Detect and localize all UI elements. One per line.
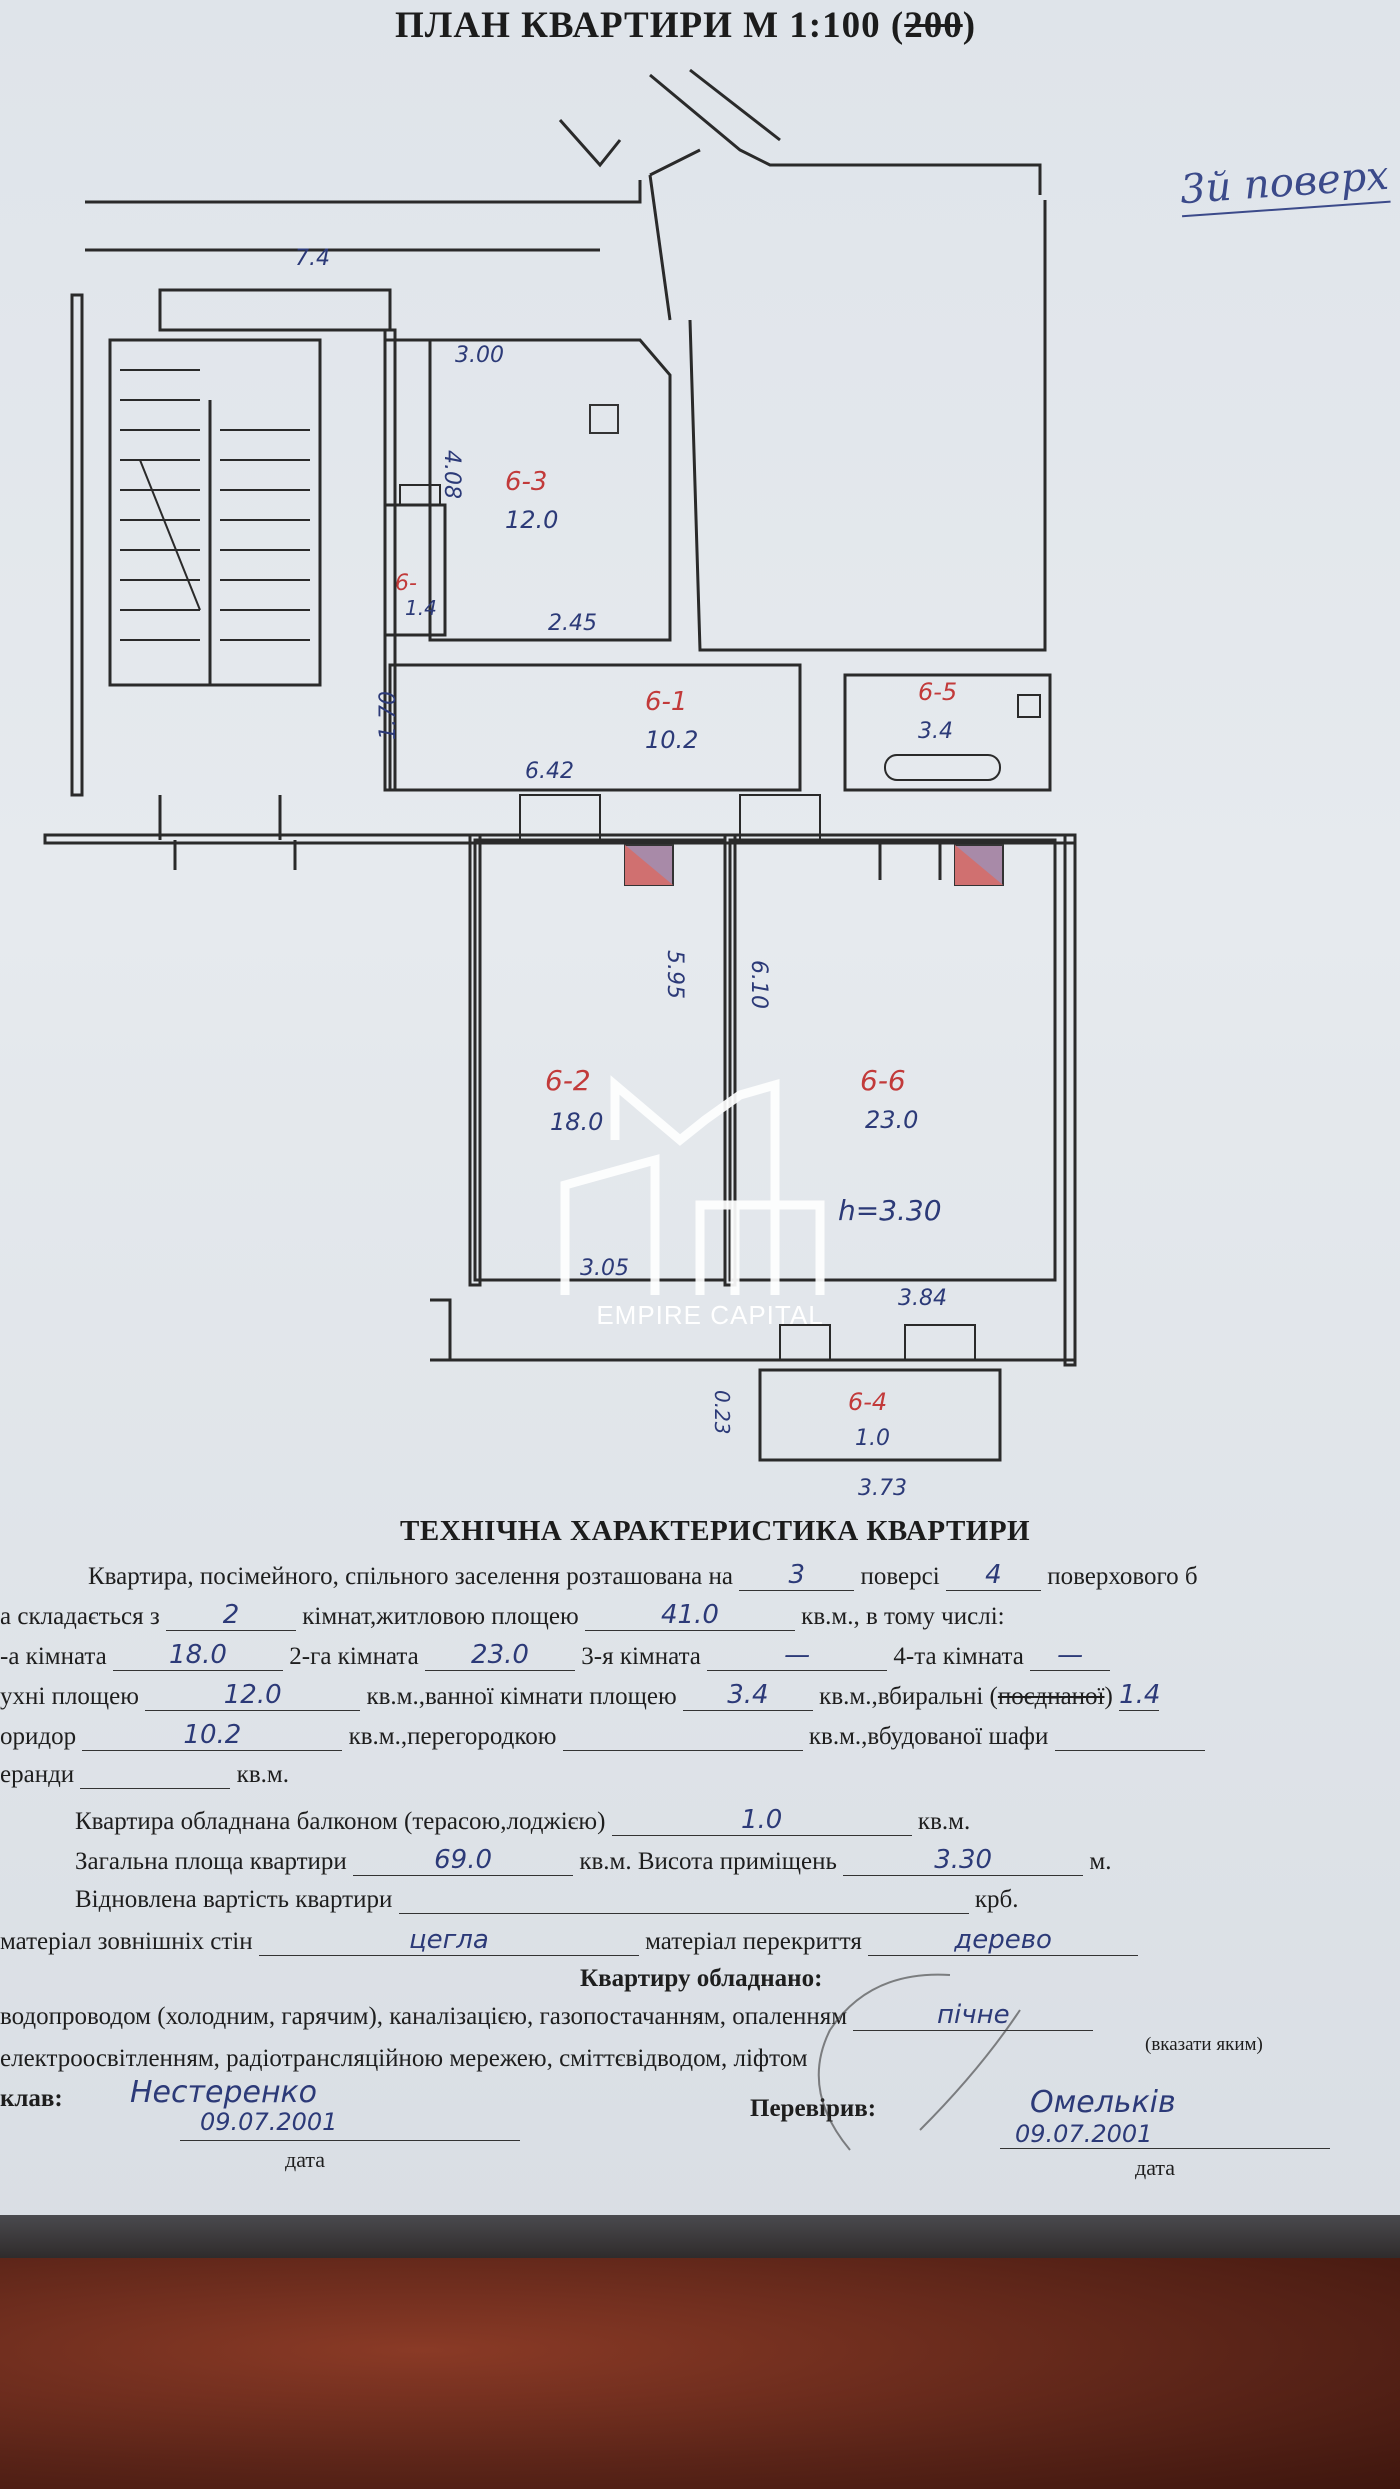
room-label-6-2-area: 18.0 xyxy=(550,1108,603,1136)
dim-room2-side: 5.95 xyxy=(662,950,687,999)
tech-line-5: оридор 10.2 кв.м.,перегородкою кв.м.,вбу… xyxy=(0,1720,1205,1751)
room-label-6-4-code: 6-4 xyxy=(848,1388,887,1416)
total-area-value: 69.0 xyxy=(353,1845,574,1876)
dim-room2-bottom: 3.05 xyxy=(580,1256,629,1281)
floor-value: 3 xyxy=(739,1560,855,1591)
tech-line-3: -а кімната 18.0 2-га кімната 23.0 3-я кі… xyxy=(0,1640,1111,1671)
stamp-mark xyxy=(817,1973,1021,2151)
room-label-6-1-area: 10.2 xyxy=(645,726,698,754)
wc-area-value: 1.4 xyxy=(1119,1680,1161,1711)
tech-line-7: Квартира обладнана балконом (терасою,лод… xyxy=(75,1805,971,1836)
tech-line-11: Квартиру обладнано: xyxy=(580,1965,823,1992)
watermark-text: EMPIRE CAPITAL xyxy=(596,1300,824,1330)
corridor-area-value: 10.2 xyxy=(82,1720,343,1751)
compiled-signature: Нестеренко xyxy=(130,2075,318,2110)
walls-material-value: цегла xyxy=(258,1925,639,1956)
tech-line-10: матеріал зовнішніх стін цегла матеріал п… xyxy=(0,1925,1139,1956)
tech-line-1: Квартира, посімейного, спільного заселен… xyxy=(88,1560,1198,1591)
restored-value xyxy=(398,1885,969,1914)
floor-plan: 7.4 3.00 4.08 2.45 1.70 6.42 5.95 6.10 3… xyxy=(43,68,1077,1501)
floor-material-value: дерево xyxy=(868,1925,1139,1956)
bath-area-value: 3.4 xyxy=(682,1680,813,1711)
rooms-count-value: 2 xyxy=(166,1600,297,1631)
dim-corridor-bottom: 6.42 xyxy=(525,759,574,784)
tech-line-9: Відновлена вартість квартири крб. xyxy=(75,1885,1019,1914)
dim-room3-side: 4.08 xyxy=(439,450,464,499)
room-height: h=3.30 xyxy=(838,1194,942,1227)
ceiling-height-value: 3.30 xyxy=(843,1845,1084,1876)
dim-balcony-side: 0.23 xyxy=(710,1390,734,1435)
room-label-6-6-code: 6-6 xyxy=(860,1064,906,1097)
dim-stair-top: 7.4 xyxy=(295,246,330,271)
dim-balcony-bottom: 3.73 xyxy=(858,1476,907,1501)
room-label-6-1-code: 6-1 xyxy=(645,687,687,717)
veranda-area-value xyxy=(80,1760,231,1789)
dim-room3-top: 3.00 xyxy=(455,343,504,368)
room-label-6-5-area: 3.4 xyxy=(918,719,953,744)
tech-heading: ТЕХНІЧНА ХАРАКТЕРИСТИКА КВАРТИРИ xyxy=(400,1515,1031,1547)
compiled-label: клав: xyxy=(0,2085,63,2112)
room4-area-value: — xyxy=(1030,1640,1111,1671)
room-label-6-4-area: 1.0 xyxy=(855,1426,890,1451)
compiled-date-caption: дата xyxy=(285,2147,326,2172)
tech-line-13: електроосвітленням, радіотрансляційною м… xyxy=(0,2045,808,2072)
room-label-6-3-code: 6-3 xyxy=(505,467,547,497)
heating-note: (вказати яким) xyxy=(1145,2034,1263,2055)
tech-line-12: водопроводом (холодним, гарячим), каналі… xyxy=(0,2000,1094,2031)
sheet-edge-shadow xyxy=(0,2215,1400,2260)
dim-corridor-side: 1.70 xyxy=(376,691,401,740)
checked-signature: Омельків xyxy=(1030,2085,1176,2120)
plan-title: ПЛАН КВАРТИРИ М 1:100 (200) xyxy=(395,5,977,46)
room2-area-value: 23.0 xyxy=(425,1640,575,1671)
room-label-6-wc-code: 6- xyxy=(395,571,417,596)
heating-value: пічне xyxy=(853,2000,1094,2031)
total-floors-value: 4 xyxy=(945,1560,1041,1591)
balcony-area-value: 1.0 xyxy=(611,1805,912,1836)
living-area-value: 41.0 xyxy=(584,1600,795,1631)
room-label-6-5-code: 6-5 xyxy=(918,678,957,706)
wardrobe-area-value xyxy=(1054,1722,1205,1751)
room-label-6-6-area: 23.0 xyxy=(865,1106,918,1134)
room-label-6-wc-area: 1.4 xyxy=(405,596,437,620)
dim-room6-side: 6.10 xyxy=(746,960,771,1009)
checked-label: Перевірив: xyxy=(750,2095,877,2122)
room-label-6-3-area: 12.0 xyxy=(505,506,558,534)
background-surface xyxy=(0,2258,1400,2489)
document-sheet: ПЛАН КВАРТИРИ М 1:100 (200) 3й поверх xyxy=(0,0,1400,2250)
checked-date-caption: дата xyxy=(1135,2155,1176,2180)
room-label-6-2-code: 6-2 xyxy=(545,1064,591,1097)
empire-capital-logo xyxy=(560,1075,825,1295)
checked-date: 09.07.2001 xyxy=(1015,2120,1153,2148)
tech-line-8: Загальна площа квартири 69.0 кв.м. Висот… xyxy=(75,1845,1112,1876)
dim-room6-bottom: 3.84 xyxy=(898,1286,947,1311)
tech-line-2: а складається з 2 кімнат,житловою площею… xyxy=(0,1600,1005,1631)
tech-line-6: еранди кв.м. xyxy=(0,1760,289,1789)
dim-room3-bottom: 2.45 xyxy=(548,611,597,636)
room3-area-value: — xyxy=(707,1640,888,1671)
kitchen-area-value: 12.0 xyxy=(145,1680,361,1711)
compiled-date: 09.07.2001 xyxy=(200,2108,338,2136)
room1-area-value: 18.0 xyxy=(113,1640,283,1671)
tech-line-4: ухні площею 12.0 кв.м.,ванної кімнати пл… xyxy=(0,1680,1161,1711)
partition-area-value xyxy=(562,1722,803,1751)
